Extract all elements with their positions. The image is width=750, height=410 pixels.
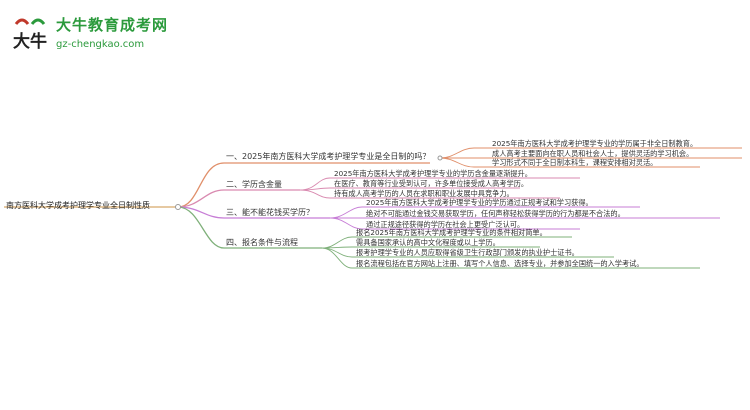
connector-branch-4	[177, 206, 322, 249]
branch-2-leaf-3: 持有成人高考学历的人员在求职和职业发展中具竞争力。	[334, 189, 514, 198]
branch-1-node-dot	[437, 155, 443, 161]
root-node-dot	[175, 204, 181, 210]
branch-4-leaf-2: 需具备国家承认的高中文化程度或以上学历。	[356, 238, 500, 247]
branch-4-leaf-1: 报名2025年南方医科大学成考护理学专业的条件相对简单。	[356, 228, 547, 237]
branch-2-leaf-2: 在医疗、教育等行业受到认可，许多单位接受成人高考学历。	[334, 179, 529, 188]
logo-title: 大牛教育成考网	[56, 16, 169, 34]
branch-4-label[interactable]: 四、报名条件与流程	[226, 238, 298, 247]
mindmap-root[interactable]: 南方医科大学成考护理学专业全日制性质	[6, 201, 150, 210]
connector-branch-1	[177, 162, 430, 208]
branch-3-leaf-3: 通过正规途径获得的学历在社会上更受广泛认可。	[366, 220, 525, 229]
branch-1-leaf-2: 成人高考主要面向在职人员和社会人士，提供灵活的学习机会。	[492, 149, 694, 158]
branch-2-label[interactable]: 二、学历含金量	[226, 180, 282, 189]
branch-4-leaf-4: 报名流程包括在官方网站上注册、填写个人信息、选择专业，并参加全国统一的入学考试。	[356, 259, 644, 268]
branch-3-label[interactable]: 三、能不能花钱买学历？	[226, 208, 314, 217]
branch-4-leaf-3: 报考护理学专业的人员应取得省级卫生行政部门颁发的执业护士证书。	[356, 248, 579, 257]
branch-1-leaf-3: 学习形式不同于全日制本科生，课程安排相对灵活。	[492, 158, 658, 167]
logo-url: gz-chengkao.com	[56, 39, 145, 50]
branch-3-leaf-1: 2025年南方医科大学成考护理学专业的学历通过正规考试和学习获得。	[366, 198, 593, 207]
connector-branch-3	[177, 206, 330, 219]
svg-text:大牛: 大牛	[13, 31, 47, 52]
bull-logo-icon: 大牛	[13, 18, 47, 52]
site-logo[interactable]: 大牛 大牛教育成考网 gz-chengkao.com	[10, 14, 180, 58]
branch-3-leaf-2: 绝对不可能通过金钱交易获取学历，任何声称轻松获得学历的行为都是不合法的。	[366, 209, 625, 218]
branch-2-leaf-1: 2025年南方医科大学成考护理学专业的学历含金量逐渐提升。	[334, 169, 532, 178]
connector-branch-2	[177, 189, 300, 208]
branch-1-label[interactable]: 一、2025年南方医科大学成考护理学专业是全日制的吗？	[226, 152, 431, 161]
branch-1-leaf-1: 2025年南方医科大学成考护理学专业的学历属于非全日制教育。	[492, 139, 698, 148]
